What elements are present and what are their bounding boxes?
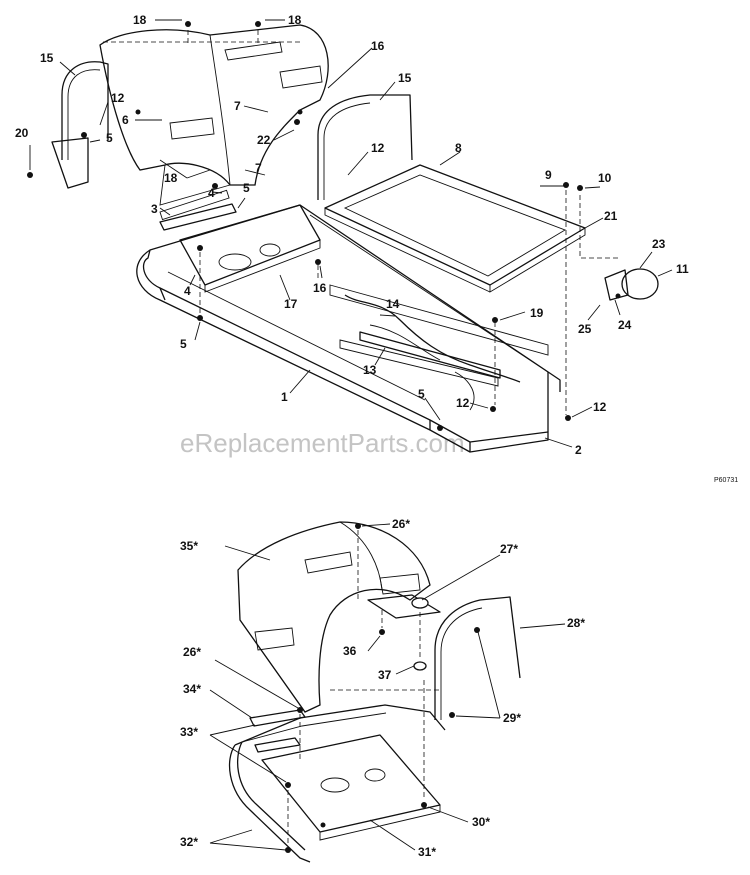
callout: 17	[284, 297, 298, 311]
callout: 11	[676, 262, 689, 276]
upper-assembly	[27, 21, 659, 453]
callout: 5	[180, 337, 187, 351]
callout: 2	[575, 443, 582, 457]
callout: 5	[243, 181, 250, 195]
callout: 29*	[503, 711, 521, 725]
seat-plate	[179, 204, 321, 286]
hoop-right	[317, 94, 413, 200]
lower-assembly	[228, 521, 521, 863]
callout: 24	[618, 318, 632, 332]
upper-leaders	[29, 19, 673, 448]
callout: 12	[593, 400, 607, 414]
callout: 37	[378, 668, 392, 682]
headlight	[621, 268, 659, 300]
callout: 6	[122, 113, 129, 127]
callout: 33*	[180, 725, 198, 739]
hoop-lower	[434, 596, 521, 720]
callout: 18	[164, 171, 178, 185]
watermark: eReplacementParts.com	[180, 428, 465, 458]
callout: 16	[313, 281, 327, 295]
callout: 26*	[392, 517, 410, 531]
seat-pan	[99, 24, 329, 206]
frame-rails	[136, 204, 561, 453]
callout: 5	[418, 387, 425, 401]
callout: 27*	[500, 542, 518, 556]
figure-code: P60731	[714, 477, 738, 484]
callout: 5	[106, 131, 113, 145]
lower-callouts: 26* 35* 27* 28* 26* 36 37 34* 29* 33* 30…	[180, 517, 585, 859]
callout: 1	[281, 390, 288, 404]
callout: 15	[398, 71, 412, 85]
callout: 19	[530, 306, 544, 320]
callout: 12	[371, 141, 385, 155]
lower-fasteners	[285, 523, 480, 853]
crossbar	[159, 203, 237, 231]
callout: 18	[133, 13, 147, 27]
callout: 35*	[180, 539, 198, 553]
callout: 12	[456, 396, 470, 410]
callout: 14	[386, 297, 400, 311]
callout: 21	[604, 209, 618, 223]
upper-callouts: 18 18 16 15 15 12 6 5 7 7 22 20 18 4 5 3…	[15, 13, 689, 457]
callout: 31*	[418, 845, 436, 859]
lower-leaders	[209, 523, 566, 851]
callout: 16	[371, 39, 385, 53]
callout: 32*	[180, 835, 198, 849]
callout: 28*	[567, 616, 585, 630]
callout: 9	[545, 168, 552, 182]
callout: 7	[234, 99, 241, 113]
callout: 12	[111, 91, 125, 105]
callout: 36	[343, 644, 357, 658]
callout: 10	[598, 171, 612, 185]
callout: 3	[151, 202, 158, 216]
hoop-left	[61, 61, 109, 160]
callout: 20	[15, 126, 29, 140]
callout: 26*	[183, 645, 201, 659]
callout: 4	[208, 186, 215, 200]
callout: 22	[257, 133, 271, 147]
seat-pan-lower	[237, 521, 431, 713]
deck-plate	[324, 164, 586, 293]
callout: 15	[40, 51, 54, 65]
callout: 18	[288, 13, 302, 27]
callout: 25	[578, 322, 592, 336]
callout: 4	[184, 284, 191, 298]
callout: 8	[455, 141, 462, 155]
callout: 30*	[472, 815, 490, 829]
callout: 34*	[183, 682, 201, 696]
callout: 7	[255, 161, 262, 175]
callout: 13	[363, 363, 377, 377]
callout: 23	[652, 237, 666, 251]
fasteners	[27, 21, 621, 431]
